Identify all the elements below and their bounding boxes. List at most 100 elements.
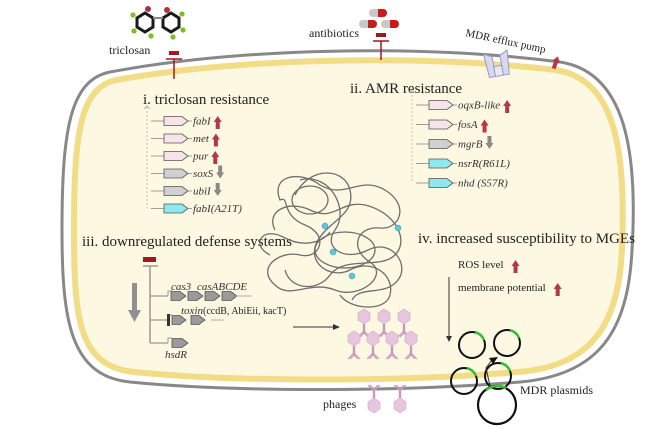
gene-arrow-icon xyxy=(163,203,189,214)
gene-row: fosA xyxy=(416,119,489,133)
gene-label: ubiI xyxy=(193,186,212,198)
gene-label-cas3: cas3 xyxy=(171,281,192,293)
plasmids-inside-cell xyxy=(450,328,521,395)
up-arrow-icon xyxy=(480,119,489,133)
toxin-detail: (ccdB, AbiEii, kacT) xyxy=(203,306,286,317)
phages-label: phages xyxy=(323,397,357,411)
plasmid-icon xyxy=(484,361,512,390)
plasmid-icon xyxy=(493,328,521,357)
toxin-name: toxin xyxy=(181,305,203,317)
gene-row: fabI xyxy=(151,116,222,129)
gene-arrow-icon xyxy=(163,151,189,161)
phage-icon xyxy=(366,330,380,360)
arrowhead-icon xyxy=(446,336,452,342)
gene-arrow-icon xyxy=(163,133,189,144)
mge-factor-label: membrane potential xyxy=(458,282,546,294)
up-arrow-icon xyxy=(211,133,220,147)
triclosan-molecule-icon xyxy=(130,6,186,40)
gene-label: fabI(A21T) xyxy=(193,203,242,215)
cas-gene-arrow-icon xyxy=(187,291,204,301)
nucleoid-markers xyxy=(321,222,402,280)
up-arrow-icon xyxy=(503,100,512,113)
arrowhead-icon xyxy=(333,324,340,330)
down-arrow-icon xyxy=(213,183,222,196)
plasmid-icon xyxy=(450,366,478,395)
amr-gene-list: oqxB-like fosA mgrB nsrR(R61L) nhd (S57R) xyxy=(408,89,512,190)
gene-row: ubiI xyxy=(151,183,222,198)
cas-gene-arrow-icon xyxy=(221,291,238,301)
plasmid-uptake-arrow xyxy=(485,359,493,387)
gene-label: fosA xyxy=(458,119,478,131)
inner-membrane xyxy=(70,57,626,383)
cas-gene-arrow-icon xyxy=(204,291,221,301)
gene-arrow-icon xyxy=(428,158,454,169)
gene-label: mgrB xyxy=(458,139,483,151)
cas-gene-arrow-icon xyxy=(170,291,187,301)
phages-attaching xyxy=(367,384,407,414)
triclosan-inhibit-icon xyxy=(166,51,182,79)
gene-arrow-icon xyxy=(163,186,189,196)
gene-row: nsrR(R61L) xyxy=(416,158,510,170)
gene-label: pur xyxy=(192,151,209,163)
gene-row: nhd (S57R) xyxy=(416,178,508,190)
antibiotics-label: antibiotics xyxy=(309,26,359,40)
efflux-pump-icon xyxy=(482,49,510,79)
downregulation-arrow-icon xyxy=(128,283,141,322)
section-title-mge: iv. increased susceptibility to MGEs xyxy=(418,231,635,247)
gene-row: soxS xyxy=(151,165,225,180)
antibiotics-capsules-icon xyxy=(359,9,399,28)
triclosan-gene-list: fabI met pur soxS ubiI fabI(A21T) xyxy=(143,105,242,215)
triclosan-label: triclosan xyxy=(109,43,150,57)
hsdr-gene-arrow-icon xyxy=(171,338,189,348)
gene-label: nhd (S57R) xyxy=(458,178,508,190)
phage-icon xyxy=(347,330,361,360)
defense-operon-diagram xyxy=(128,257,252,348)
gene-arrow-icon xyxy=(163,116,189,126)
gene-row: met xyxy=(151,133,220,147)
gene-row: mgrB xyxy=(416,136,494,151)
gene-row: oqxB-like xyxy=(416,100,512,113)
toxin-gene-arrow-icon xyxy=(190,315,206,325)
phage-icon xyxy=(367,384,381,414)
toxin-gene-arrow-icon xyxy=(171,315,187,325)
gene-arrow-icon xyxy=(428,119,454,130)
down-arrow-icon xyxy=(485,136,494,149)
phage-icon xyxy=(377,308,391,338)
gene-label: met xyxy=(193,133,210,145)
gene-label-casABCDE: casABCDE xyxy=(197,281,247,293)
mge-factor-label: ROS level xyxy=(458,259,504,271)
external-plasmid xyxy=(476,384,518,426)
section-title-triclosan: i. triclosan resistance xyxy=(143,92,270,108)
gene-row: fabI(A21T) xyxy=(151,203,242,215)
up-arrow-icon xyxy=(511,260,520,273)
gene-label-toxin: toxin(ccdB, AbiEii, kacT) xyxy=(181,305,286,317)
gene-arrow-icon xyxy=(428,178,454,188)
phage-icon xyxy=(404,330,418,360)
phage-icon xyxy=(385,330,399,360)
section-title-amr: ii. AMR resistance xyxy=(350,81,462,97)
gene-label: oqxB-like xyxy=(458,100,500,112)
phage-icon xyxy=(393,384,407,414)
up-arrow-icon xyxy=(211,151,220,164)
mdr-plasmids-label: MDR plasmids xyxy=(520,383,593,397)
gene-label: fabI xyxy=(193,116,212,128)
gene-label: soxS xyxy=(193,168,214,180)
defense-inhibit-bar-icon xyxy=(143,257,156,262)
up-arrow-icon xyxy=(553,283,562,296)
gene-row: pur xyxy=(151,151,220,164)
gene-label-hsdR: hsdR xyxy=(165,349,187,361)
section-title-defense: iii. downregulated defense systems xyxy=(82,234,292,250)
gene-arrow-icon xyxy=(163,168,189,179)
down-arrow-icon xyxy=(216,165,225,179)
gene-label: nsrR(R61L) xyxy=(458,158,510,170)
phages-inside-cell xyxy=(347,308,418,360)
plasmid-icon xyxy=(458,330,486,359)
gene-arrow-icon xyxy=(428,139,454,149)
up-arrow-icon xyxy=(551,56,560,70)
up-arrow-icon xyxy=(213,116,222,129)
antibiotics-inhibit-icon xyxy=(373,33,389,60)
efflux-up-arrow-icon xyxy=(551,56,560,70)
arrowhead-icon xyxy=(489,357,498,364)
outer-membrane xyxy=(60,49,635,391)
